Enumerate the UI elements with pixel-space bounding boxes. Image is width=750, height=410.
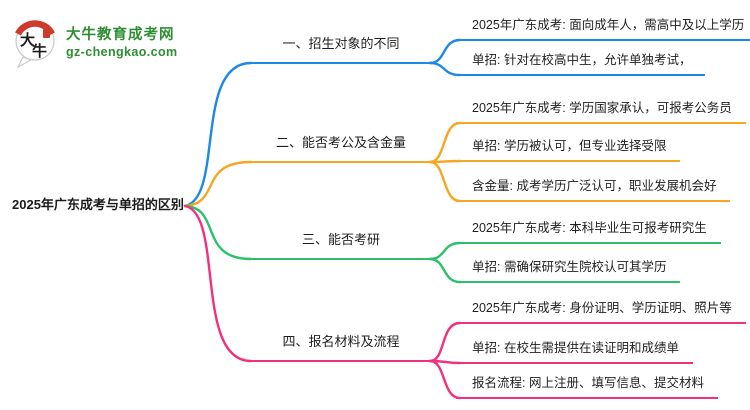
branch-1-link: [183, 61, 253, 208]
daniu-logo-icon: 大 牛: [15, 20, 55, 68]
logo-char-bottom: 牛: [32, 42, 47, 60]
speech-bubble-tail: [16, 56, 33, 68]
site-logo[interactable]: 大 牛 大牛教育成考网 gz-chengkao.com: [12, 18, 178, 68]
branch-4-leaf-1: 2025年广东成考: 身份证明、学历证明、照片等: [456, 300, 746, 324]
logo-red-seal: [43, 29, 50, 38]
root-topic: 2025年广东成考与单招的区别: [12, 197, 184, 212]
branch-1-topic: 一、招生对象的不同: [250, 35, 432, 64]
branch-1-leaf-1: 2025年广东成考: 面向成年人，需高中及以上学历: [456, 17, 750, 41]
logo-domain: gz-chengkao.com: [66, 45, 178, 59]
branch-4-topic: 四、报名材料及流程: [250, 333, 432, 362]
branch-2-leaf-2: 单招: 学历被认可，但专业选择受限: [456, 138, 681, 162]
branch-4-leaf-2: 单招: 在校生需提供在读证明和成绩单: [456, 340, 693, 364]
branch-4-link: [183, 204, 253, 363]
logo-text-block: 大牛教育成考网 gz-chengkao.com: [66, 26, 178, 60]
branch-3-leaf-1: 2025年广东成考: 本科毕业生可报考研究生: [456, 220, 721, 244]
branch-3-topic: 三、能否考研: [250, 231, 432, 260]
branch-2-link: [183, 160, 253, 208]
branch-2-topic: 二、能否考公及含金量: [250, 134, 432, 163]
branch-3-child-1-link: [428, 241, 462, 261]
branch-2-leaf-3: 含金量: 成考学历广泛认可，职业发展机会好: [456, 178, 731, 202]
branch-2-leaf-1: 2025年广东成考: 学历国家承认，可报考公务员: [456, 100, 746, 124]
branch-4-leaf-3: 报名流程: 网上注册、填写信息、提交材料: [456, 375, 718, 399]
branch-3-link: [183, 204, 253, 261]
logo-title: 大牛教育成考网: [66, 27, 175, 43]
branch-1-leaf-2: 单招: 针对在校高中生，允许单独考试，: [456, 52, 706, 76]
logo-char-top: 大: [20, 31, 35, 49]
branch-3-leaf-2: 单招: 需确保研究生院校认可其学历: [456, 259, 681, 283]
